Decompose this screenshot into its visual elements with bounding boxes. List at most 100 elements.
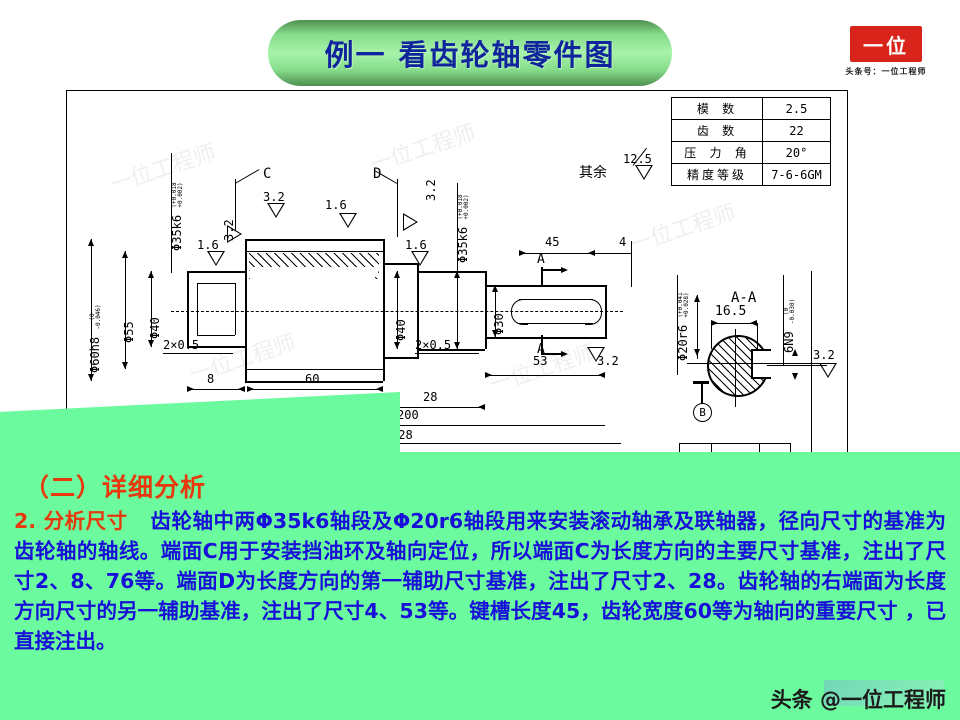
param-value: 7-6-6GM [762, 163, 831, 186]
param-value: 2.5 [762, 97, 831, 120]
param-value: 20° [762, 141, 831, 164]
shaft-outline [245, 239, 247, 381]
table-row: 模 数 2.5 [671, 97, 831, 120]
dim-60: 60 [305, 372, 320, 386]
dim-ext-line [783, 275, 784, 365]
shaft-detail [197, 283, 198, 335]
dim-28: 28 [423, 390, 438, 404]
param-key: 模 数 [671, 97, 763, 120]
dim-ext-line [631, 241, 632, 287]
dim-arrow-icon [88, 239, 94, 246]
section-centerline [687, 363, 827, 364]
tolerance-stack: (+0.018 +0.002) [456, 194, 470, 220]
analysis-lead: 2. 分析尺寸 [14, 509, 128, 533]
dim-diameter-55: Φ55 [122, 321, 136, 343]
datum-b-label: B [693, 403, 712, 422]
table-row: 压 力 角 20° [671, 141, 831, 164]
dim-arrow-icon [588, 250, 595, 256]
leader-line [163, 353, 233, 354]
dim-ext-line [757, 323, 758, 349]
gear-root-line [245, 369, 383, 370]
dim-arrow-icon [394, 271, 400, 278]
roughness-symbol-icon [635, 165, 653, 180]
section-arrow-label: A [537, 343, 545, 356]
dim-line [519, 253, 595, 254]
detail-box-divider [759, 443, 760, 459]
roughness-value: 3.2 [424, 179, 438, 201]
dim-ext-line [91, 239, 92, 381]
section-arrow-label: A [537, 252, 545, 267]
logo-mark: 一位 [850, 26, 922, 62]
dim-arrow-icon [750, 320, 757, 326]
dim-arrow-icon [148, 271, 154, 278]
dim-diameter-gear-outer: Φ60h8 (0 -0.046) [88, 304, 102, 373]
frame-divider [811, 271, 812, 459]
dim-arrow-icon [792, 349, 798, 356]
shaft-outline [485, 337, 605, 339]
keyway-flat [751, 349, 771, 379]
shaft-outline [187, 271, 189, 348]
dim-ext-line [711, 323, 712, 349]
shaft-outline [485, 285, 605, 287]
dim-arrow-icon [492, 285, 498, 292]
section-arrow-icon [561, 351, 568, 357]
shaft-detail [235, 283, 236, 335]
slide-title-banner: 例一 看齿轮轴零件图 [268, 20, 672, 86]
shaft-outline [187, 346, 245, 348]
dim-diameter-40-right: Φ40 [394, 319, 408, 341]
dim-arrow-icon [519, 250, 526, 256]
dim-line [595, 253, 631, 254]
leader-line [415, 353, 479, 354]
tolerance-stack: (0 -0.030) [782, 298, 796, 325]
shaft-outline [383, 357, 417, 359]
roughness-symbol-icon [207, 251, 225, 266]
leader-line [767, 365, 827, 366]
dim-arrow-icon [247, 386, 254, 392]
section-arrow-line [541, 269, 563, 271]
table-row: 精度等级 7-6-6GM [671, 163, 831, 186]
dim-ext-line [151, 271, 152, 347]
drawing-watermark: 一位工程师 [366, 120, 479, 179]
section-arrow-line [541, 335, 543, 355]
datum-b-line [701, 381, 703, 403]
detail-box [679, 443, 791, 459]
analysis-body-text: 齿轮轴中两Φ35k6轴段及Φ20r6轴段用来安装滚动轴承及联轴器，径向尺寸的基准… [14, 509, 946, 653]
keyway-edge [751, 377, 771, 379]
brand-logo: 一位 头条号：一位工程师 [834, 26, 938, 77]
shaft-detail [197, 283, 235, 284]
dim-arrow-icon [88, 374, 94, 381]
tolerance-stack: (+0.018 +0.002) [170, 182, 184, 208]
engineering-drawing: 一位工程师 一位工程师 一位工程师 一位工程师 一位工程师 模 数 2.5 齿 … [66, 90, 848, 460]
chamfer-right-label: 2×0.5 [415, 338, 452, 352]
section-centerline-v [735, 329, 736, 407]
roughness-symbol-icon [403, 213, 418, 231]
dim-diameter-30: Φ30 [492, 313, 506, 335]
dim-line [485, 375, 605, 376]
param-key: 齿 数 [671, 119, 763, 142]
dim-16-5: 16.5 [715, 304, 747, 319]
dim-arrow-icon [394, 342, 400, 349]
roughness-value: 3.2 [222, 219, 236, 241]
dim-keyway-width: 6N9 (0 -0.030) [782, 298, 796, 353]
shaft-outline [383, 263, 417, 265]
dim-arrow-icon [454, 342, 460, 349]
dim-arrow-icon [148, 340, 154, 347]
dim-4: 4 [619, 235, 627, 249]
shaft-outline [417, 349, 485, 351]
dim-ext-line [397, 271, 398, 349]
shaft-outline [417, 271, 485, 273]
roughness-symbol-icon [819, 363, 837, 378]
param-value: 22 [762, 119, 831, 142]
page-title: 例一 看齿轮轴零件图 [324, 38, 616, 72]
keyway-end-right [585, 299, 602, 325]
datum-c-label: C [263, 166, 272, 182]
roughness-value: 1.6 [325, 198, 347, 212]
dim-ext-line [697, 295, 698, 359]
dim-8: 8 [207, 372, 215, 386]
roughness-value: 3.2 [597, 354, 619, 368]
datum-c-line [235, 179, 236, 237]
general-note-label: 其余 [579, 165, 607, 181]
chamfer-left-label: 2×0.5 [163, 338, 200, 352]
roughness-value: 1.6 [405, 238, 427, 252]
dim-line [711, 323, 757, 324]
